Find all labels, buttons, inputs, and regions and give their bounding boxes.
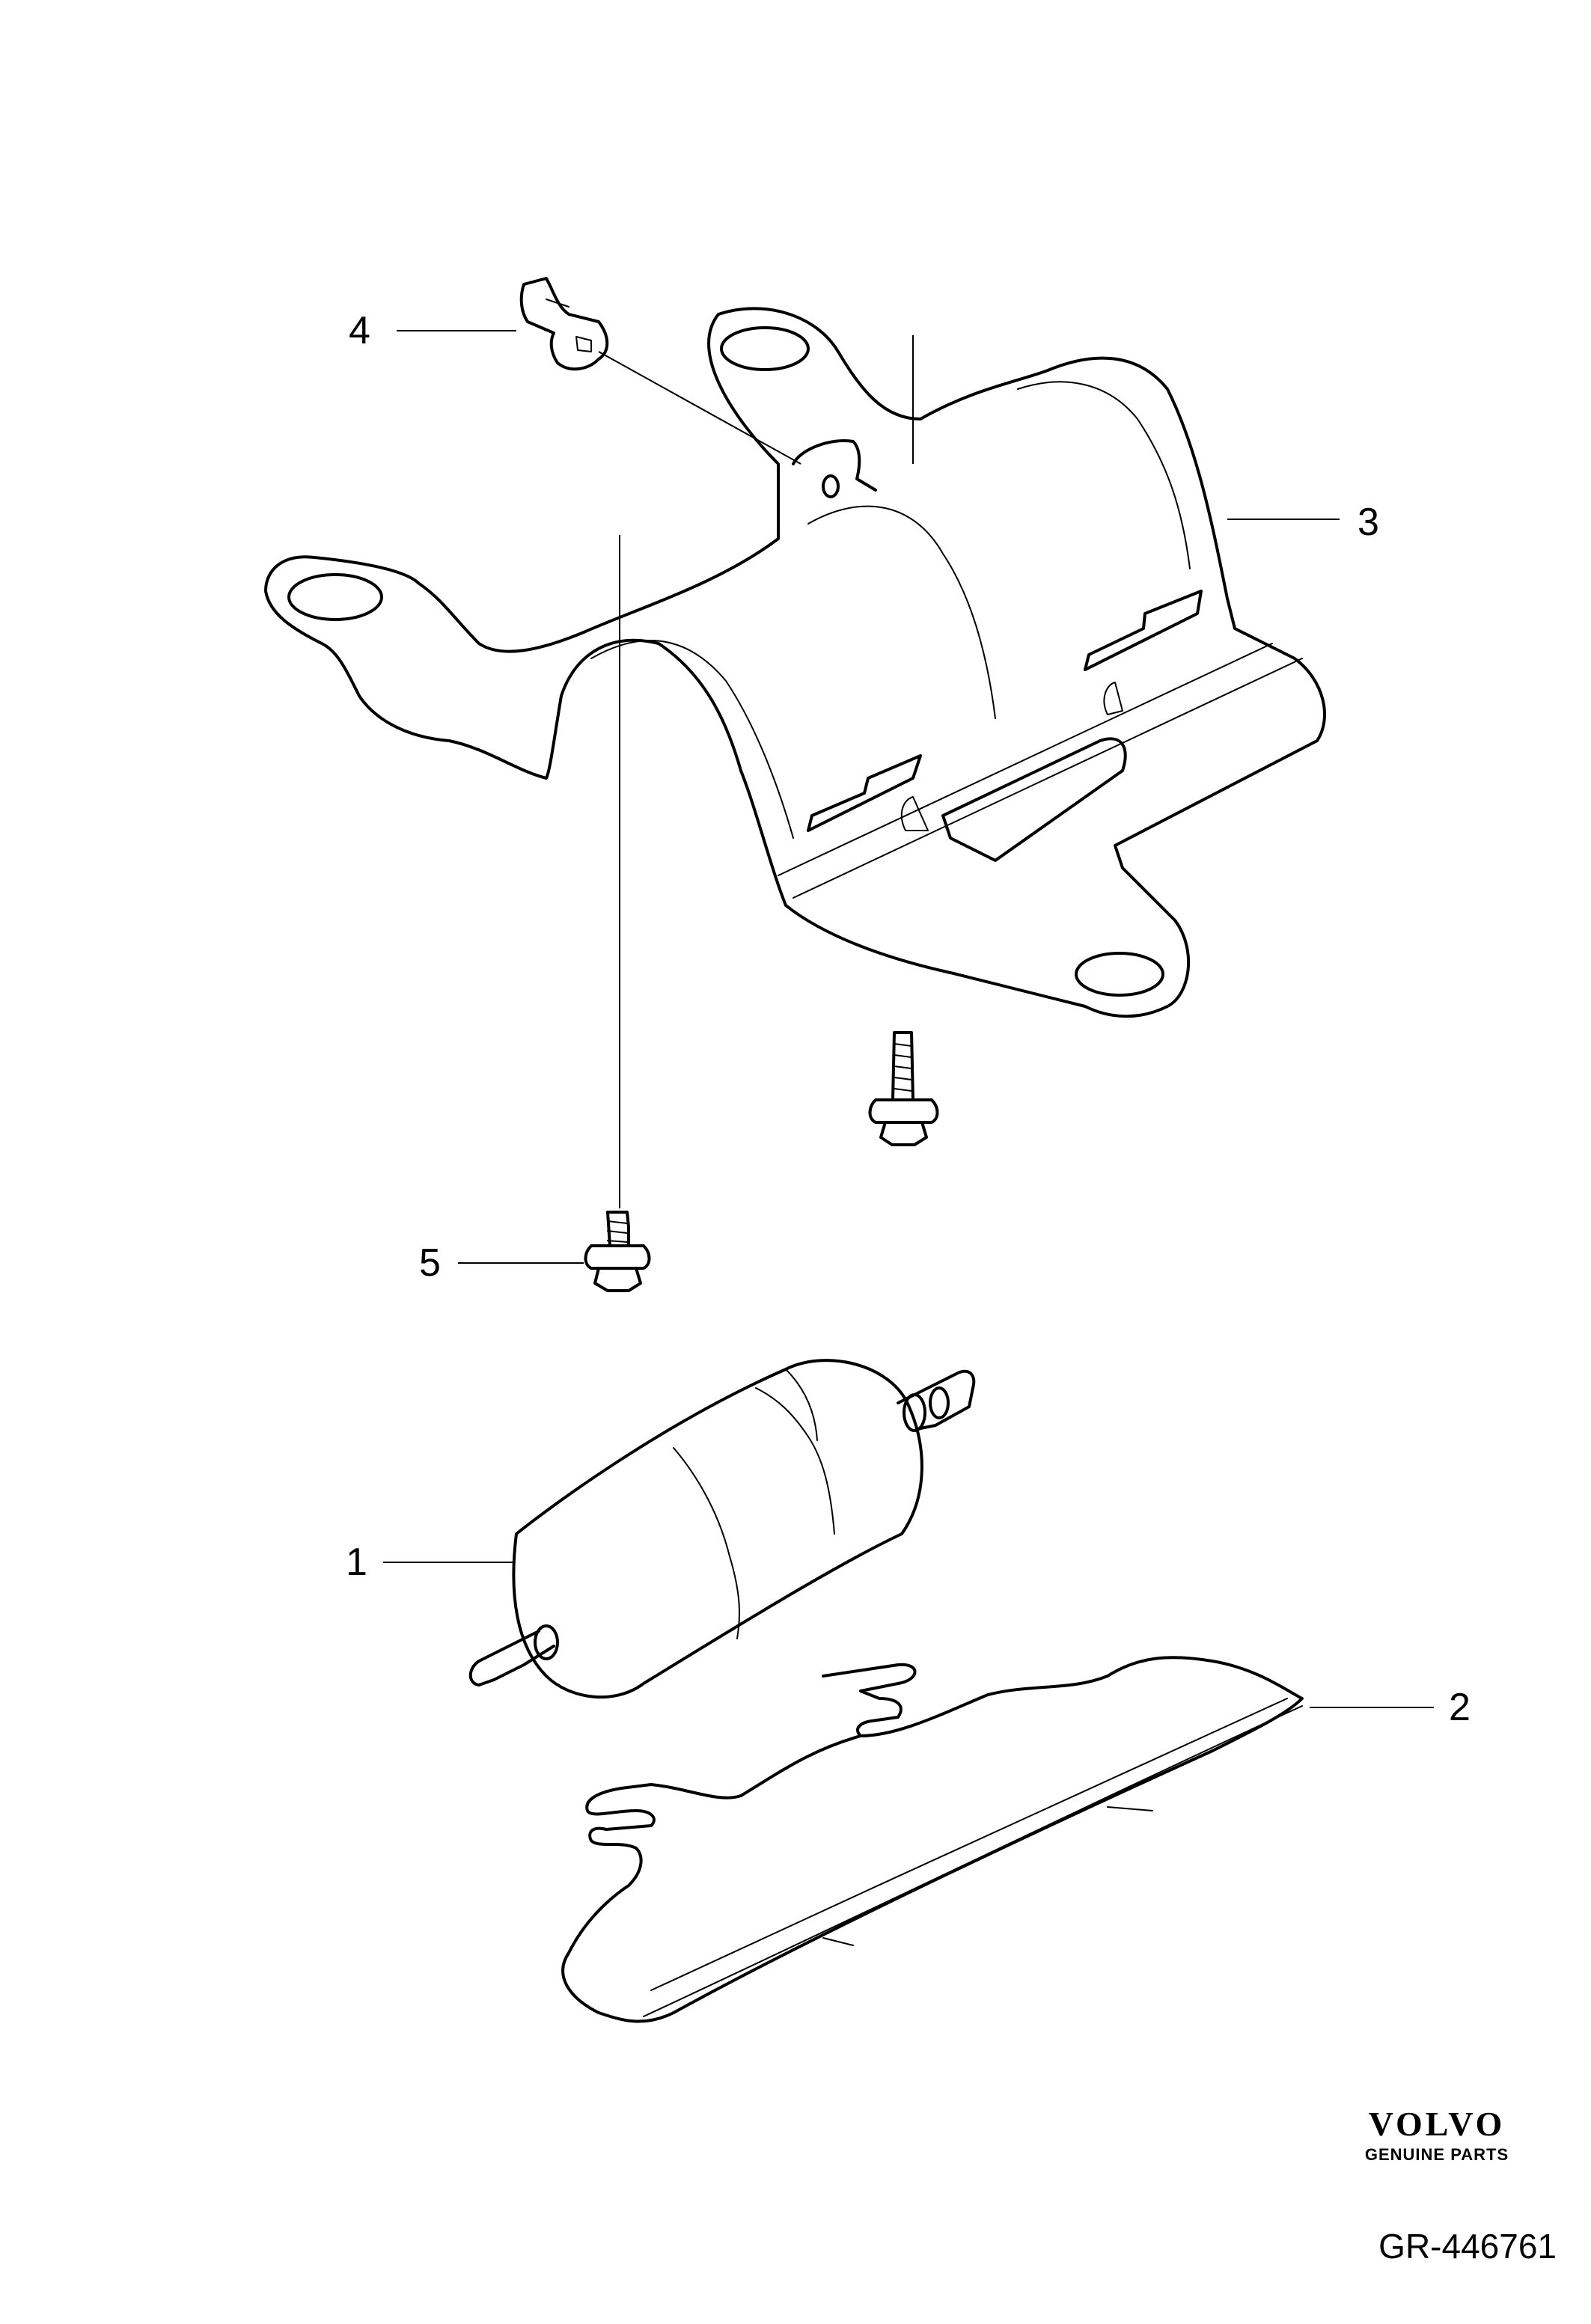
fuel-filter [468, 1359, 976, 1699]
filter-shield-plate [561, 1656, 1304, 2023]
callout-2: 2 [1449, 1686, 1471, 1729]
diagram-reference-number: GR-446761 [1378, 2227, 1557, 2266]
volvo-logo: VOLVO [1368, 2105, 1506, 2143]
callout-3: 3 [1358, 501, 1379, 544]
flange-bolt-left [584, 1211, 651, 1292]
heat-shield-bracket [264, 307, 1326, 1018]
leader-lines [383, 330, 1434, 1708]
callout-5: 5 [419, 1241, 441, 1285]
volvo-brand-block: VOLVO GENUINE PARTS [1317, 2104, 1557, 2165]
flange-bolt-right [868, 1031, 939, 1146]
push-clip [519, 277, 609, 371]
callout-1: 1 [346, 1541, 367, 1584]
callout-4: 4 [349, 309, 370, 352]
genuine-parts-label: GENUINE PARTS [1364, 2145, 1509, 2164]
